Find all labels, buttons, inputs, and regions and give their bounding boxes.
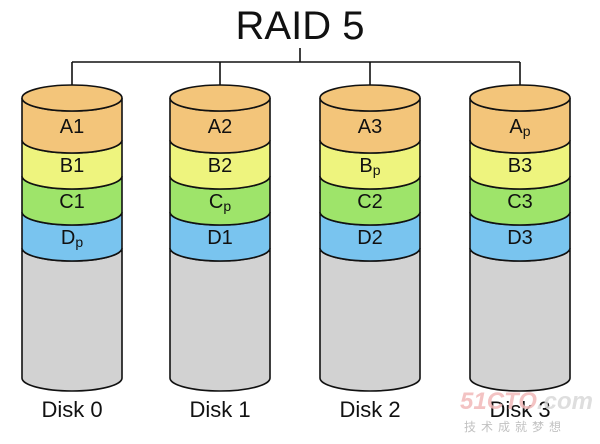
disk-3-block-d-label: D3	[507, 227, 533, 249]
disk-0-block-c-label: C1	[59, 191, 85, 213]
watermark-logo: 51CTO.com 技术成就梦想	[460, 388, 593, 440]
disk-3-block-c-label: C3	[507, 191, 533, 213]
disk-0-block-d-label: Dp	[61, 227, 83, 250]
disk-3-top-cap	[469, 84, 571, 112]
watermark-gray: .com	[536, 388, 593, 415]
disk-label-1: Disk 1	[189, 397, 251, 422]
disk-2-block-b-label: Bp	[359, 155, 380, 178]
diagram-title: RAID 5	[235, 4, 365, 48]
disk-1-block-a-label: A2	[208, 116, 232, 138]
disk-0-block-b-label: B1	[60, 155, 84, 177]
watermark-main: 51CTO.com	[460, 388, 593, 416]
disk-1-free-space	[169, 247, 271, 392]
disk-label-3: Disk 3	[489, 397, 551, 422]
disk-1-block-d-label: D1	[207, 227, 233, 249]
disk-2-block-c-label: C2	[357, 191, 383, 213]
disk-2-block-a-label: A3	[358, 116, 382, 138]
connector-lines	[71, 48, 521, 85]
disk-3-block-b-label: B3	[508, 155, 532, 177]
disk-1-block-b-label: B2	[208, 155, 232, 177]
disk-0-free-space	[21, 247, 123, 392]
disk-3-block-a-label: Ap	[509, 116, 530, 139]
watermark-tagline: 技术成就梦想	[464, 420, 567, 434]
disk-1-top-cap	[169, 84, 271, 112]
disk-2-block-d-label: D2	[357, 227, 383, 249]
disk-0-top-cap	[21, 84, 123, 112]
disk-0-block-a-label: A1	[60, 116, 84, 138]
disk-label-2: Disk 2	[339, 397, 401, 422]
disk-2-top-cap	[319, 84, 421, 112]
watermark-red: 51CTO	[460, 388, 537, 415]
disk-1-block-c-label: Cp	[209, 191, 231, 214]
disk-3-free-space	[469, 247, 571, 392]
disk-2-free-space	[319, 247, 421, 392]
disk-label-0: Disk 0	[41, 397, 103, 422]
